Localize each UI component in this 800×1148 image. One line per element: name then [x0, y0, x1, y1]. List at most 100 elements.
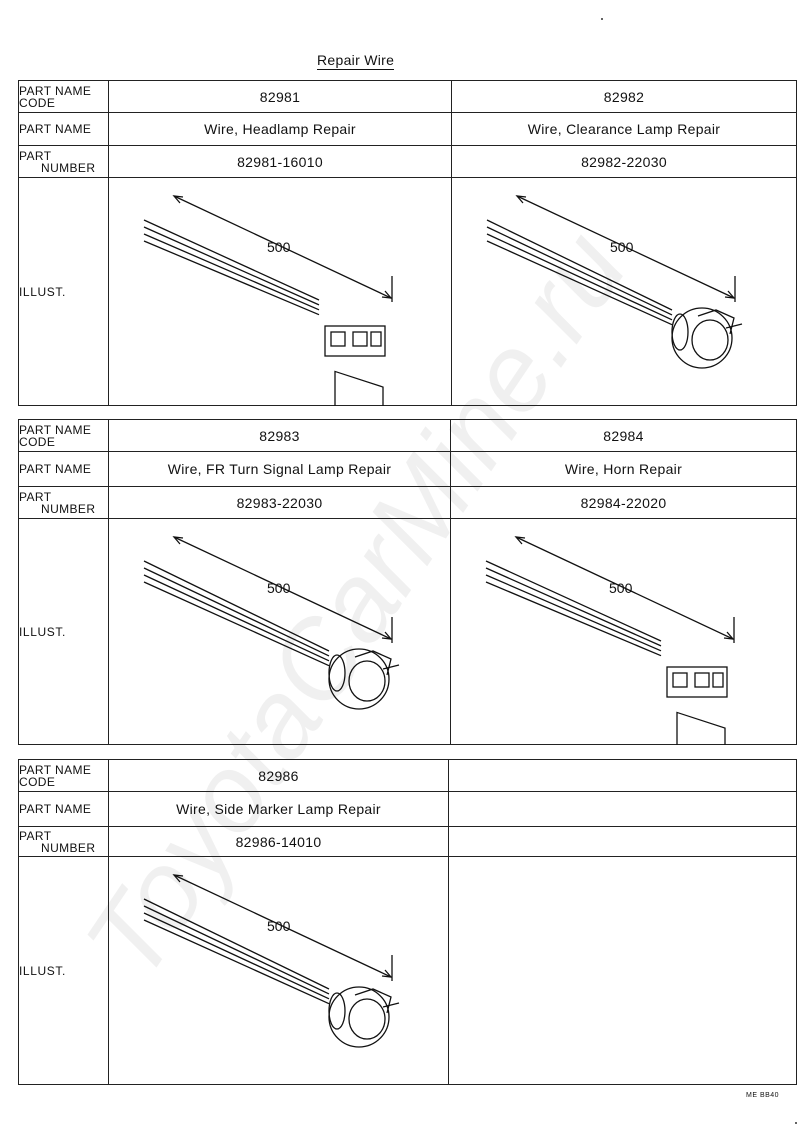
part-number: 82986-14010 [108, 826, 449, 857]
wire-strand [485, 574, 662, 652]
wire-illustration: 500 [485, 536, 735, 745]
arrow-head-icon [724, 290, 736, 299]
arrow-head-icon [514, 536, 526, 545]
arrow-head-icon [515, 195, 527, 204]
wire-strand [143, 912, 330, 1000]
wire-strand [486, 240, 673, 326]
wire-strand [143, 233, 320, 311]
wire-illustration: 500 [143, 195, 393, 406]
wire-strand [143, 905, 330, 995]
part-code: 82983 [108, 419, 451, 452]
wire-strand [143, 567, 330, 657]
wire-strand [485, 567, 662, 647]
arrow-head-icon [172, 536, 184, 545]
illustration-cell: 500 [108, 856, 449, 1085]
wire-illustration [449, 857, 797, 1085]
part-code: 82981 [108, 80, 452, 113]
arrow-head-icon [381, 969, 393, 978]
wire-strand [485, 560, 662, 642]
illust-label: ILLUST. [18, 856, 109, 1085]
socket-face [348, 660, 386, 702]
length-label: 500 [609, 580, 633, 596]
part-name-label: PART NAME [18, 451, 109, 487]
part-number: 82981-16010 [108, 145, 452, 178]
wire-strand [143, 219, 320, 301]
illust-label: ILLUST. [18, 177, 109, 406]
arrow-head-icon [723, 631, 735, 640]
arrow-head-icon [172, 195, 184, 204]
arrow-head-icon [172, 874, 184, 883]
socket-tab [382, 664, 400, 670]
connector-collar [328, 992, 346, 1030]
connector-face [324, 325, 386, 357]
part-code: 82984 [450, 419, 797, 452]
socket-tab [725, 323, 743, 329]
scan-speck [601, 18, 603, 20]
part-code [448, 759, 797, 792]
part-name: Wire, Clearance Lamp Repair [451, 112, 797, 146]
wire-strand [143, 226, 320, 306]
dimension-line [173, 195, 392, 299]
connector-body [676, 711, 726, 745]
length-label: 500 [267, 239, 291, 255]
connector-body [334, 370, 384, 406]
illustration-cell: 500 [108, 518, 451, 745]
dimension-line [516, 195, 735, 299]
part-name: Wire, Side Marker Lamp Repair [108, 791, 449, 827]
wire-strand [486, 233, 673, 321]
wire-strand [143, 581, 330, 667]
part-name: Wire, Horn Repair [450, 451, 797, 487]
terminal-slot [694, 672, 710, 688]
dimension-line [173, 874, 392, 978]
part-number: 82983-22030 [108, 486, 451, 519]
part-code: 82986 [108, 759, 449, 792]
socket-tab [382, 1002, 400, 1008]
part-number [448, 826, 797, 857]
illust-label: ILLUST. [18, 518, 109, 745]
wire-strand [486, 219, 673, 311]
terminal-slot [330, 331, 346, 347]
dimension-line [515, 536, 734, 640]
wire-illustration: 500 [486, 195, 743, 369]
length-label: 500 [610, 239, 634, 255]
wire-strand [143, 898, 330, 990]
part-name [448, 791, 797, 827]
part-name: Wire, FR Turn Signal Lamp Repair [108, 451, 451, 487]
repair-wire [143, 195, 393, 406]
wire-strand [143, 560, 330, 652]
connector-face [666, 666, 728, 698]
socket-body [671, 307, 733, 369]
connector-collar [671, 313, 689, 351]
socket-face [348, 998, 386, 1040]
wire-illustration: 500 [143, 536, 400, 710]
socket-body [328, 986, 390, 1048]
terminal-slot [370, 331, 382, 347]
arrow-head-icon [381, 631, 393, 640]
wire-illustration: 500 [143, 874, 400, 1048]
wire-strand [143, 574, 330, 662]
part-number: 82984-22020 [450, 486, 797, 519]
illustration-cell: 500 [450, 518, 797, 745]
part-number: 82982-22030 [451, 145, 797, 178]
part-name-label: PART NAME [18, 791, 109, 827]
terminal-slot [712, 672, 724, 688]
page-title: Repair Wire [317, 52, 395, 70]
connector-collar [328, 654, 346, 692]
scan-speck [795, 1122, 797, 1124]
part-name: Wire, Headlamp Repair [108, 112, 452, 146]
wire-strand [143, 240, 320, 316]
socket-body [328, 648, 390, 710]
length-label: 500 [267, 580, 291, 596]
terminal-slot [672, 672, 688, 688]
repair-wire [486, 195, 743, 369]
repair-wire [485, 536, 735, 745]
wire-strand [486, 226, 673, 316]
